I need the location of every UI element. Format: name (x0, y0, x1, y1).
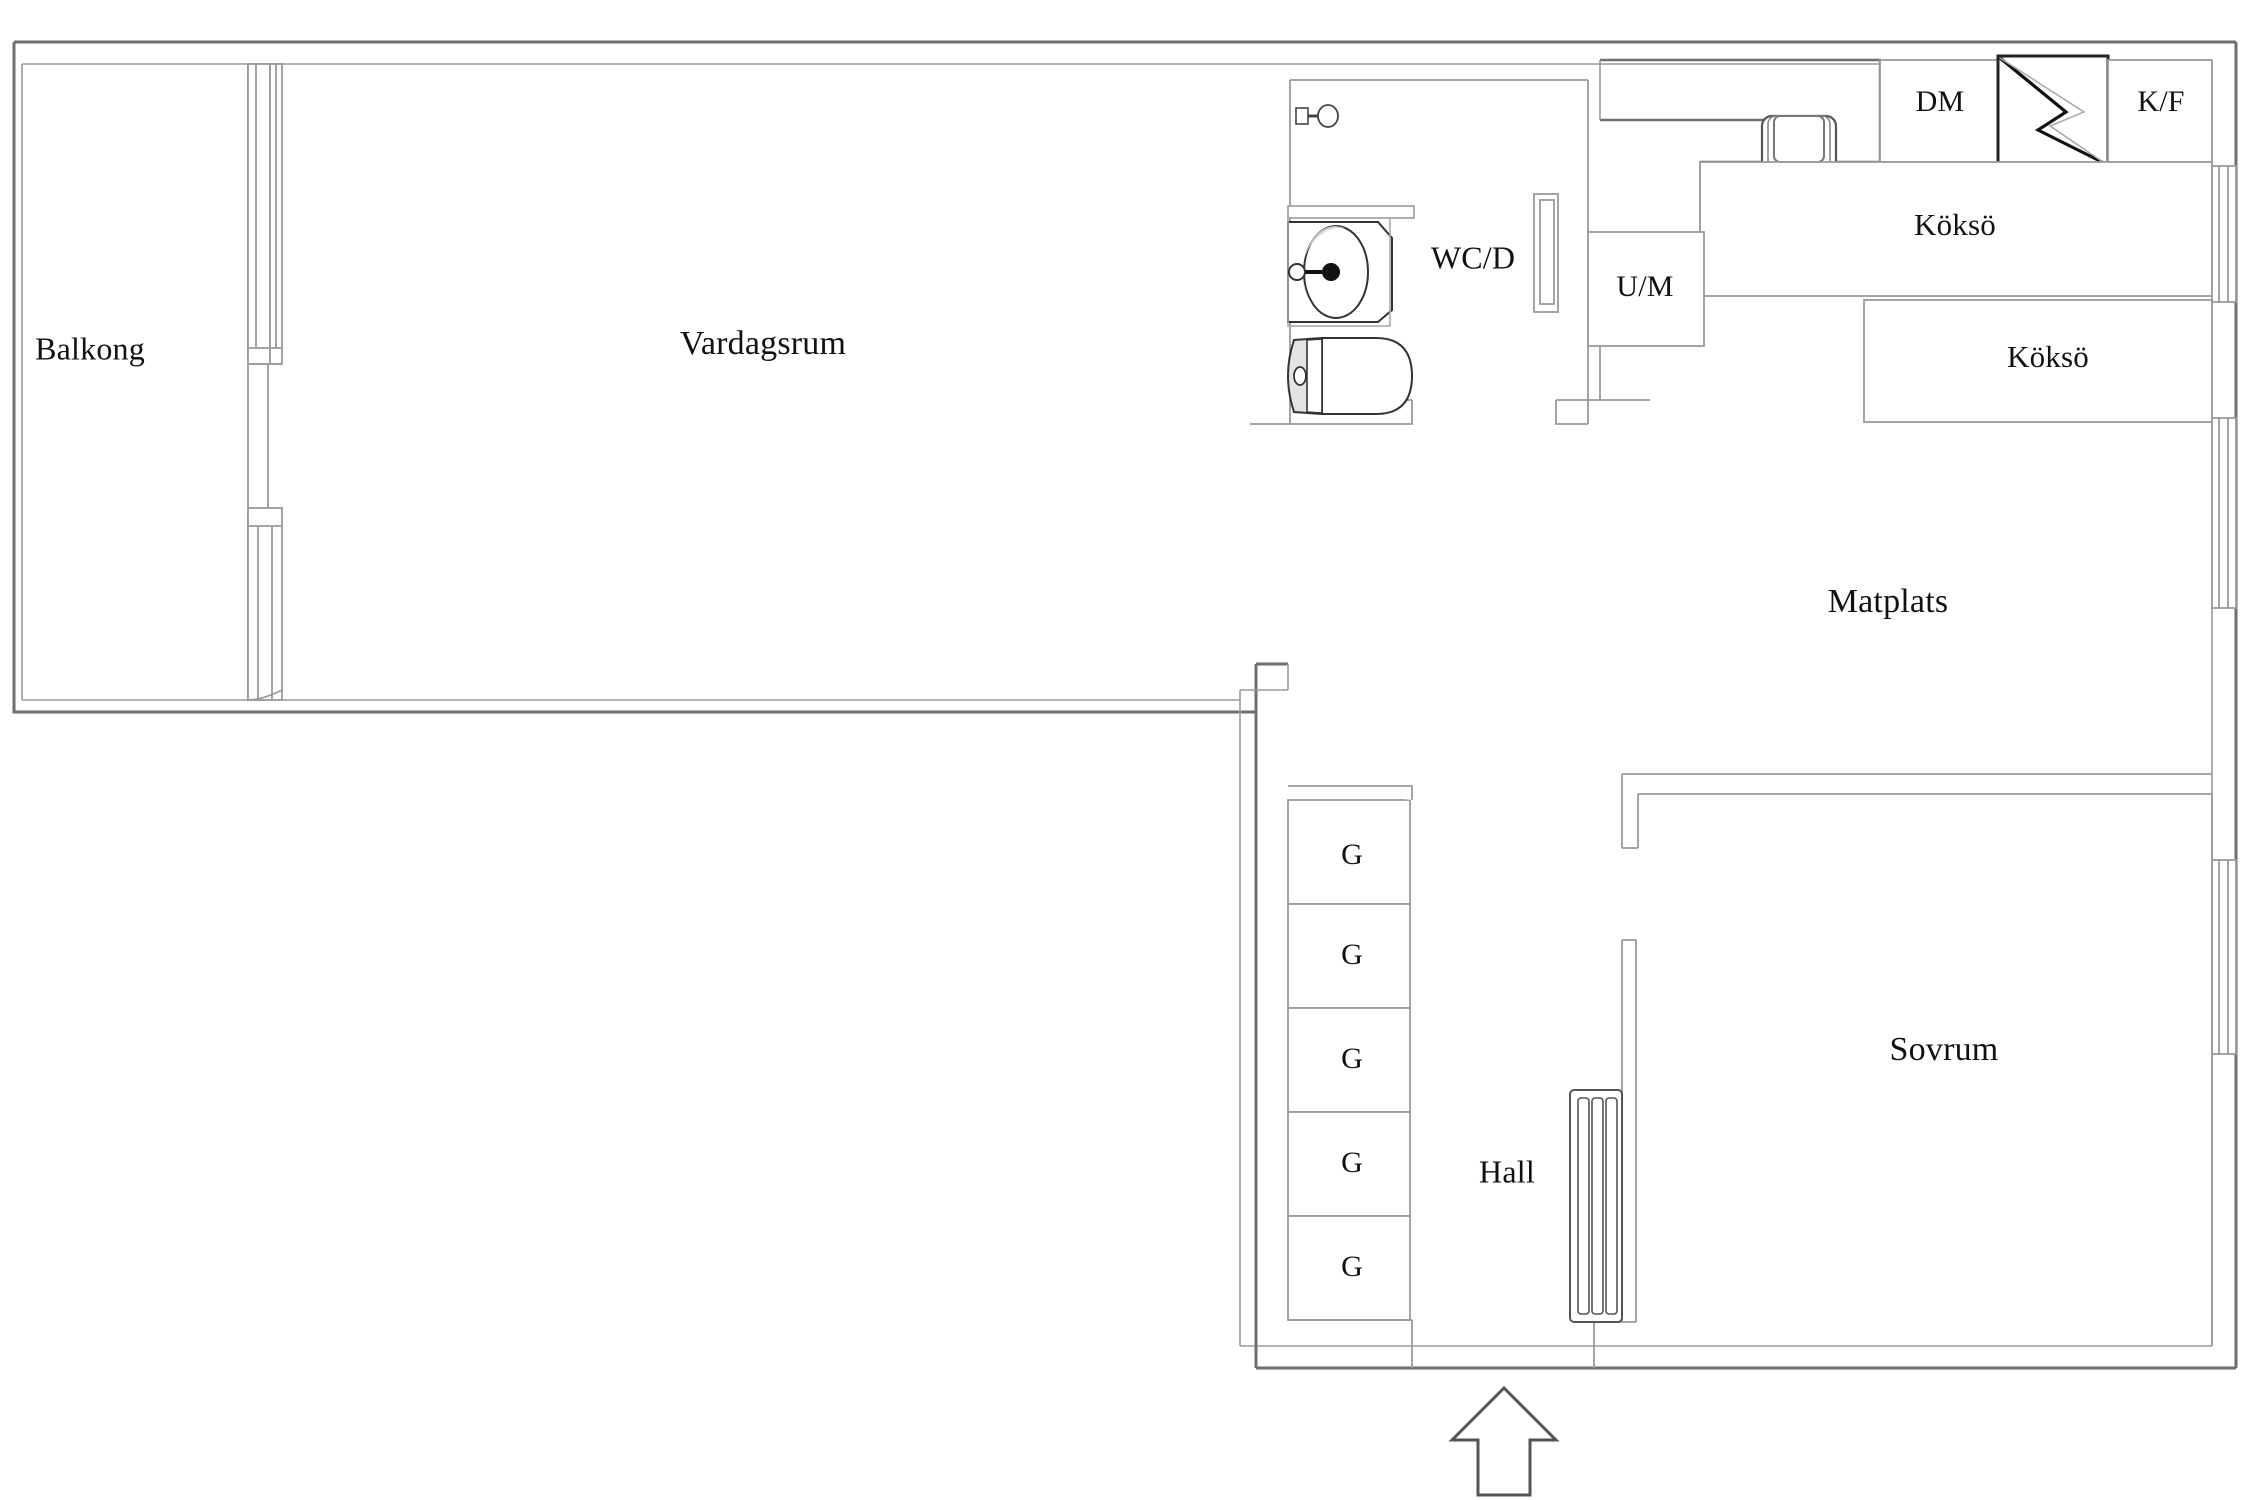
radiator-icon (1569, 1089, 1623, 1323)
towel-hook-icon (1295, 104, 1339, 128)
bathroom-sink-icon (1287, 217, 1393, 327)
kitchen-sink-icon (1760, 114, 1838, 180)
appliance-label-um: U/M (1616, 270, 1674, 303)
kitchen-window-lower (2211, 417, 2237, 609)
balcony-door[interactable] (247, 63, 283, 365)
front-door-opening[interactable] (1411, 1346, 1595, 1368)
hall-closet-bank (1287, 785, 1413, 1346)
closet-label-g3: G (1341, 1042, 1363, 1075)
closet-label-g2: G (1341, 938, 1363, 971)
toilet-icon (1287, 336, 1414, 416)
bedroom-partition-wall (1621, 773, 2213, 1346)
kitchen-top-counter (1599, 58, 1882, 164)
closet-label-g4: G (1341, 1146, 1363, 1179)
stove-cell (1996, 54, 2110, 168)
sink-counter-ledge (1287, 205, 1415, 219)
appliance-label-kokso-lower: Köksö (2007, 339, 2089, 374)
appliance-label-kf: K/F (2137, 85, 2185, 118)
kokso-lower-block (1863, 299, 2213, 423)
kitchen-window-upper (2211, 165, 2237, 303)
room-label-hall: Hall (1479, 1153, 1535, 1190)
balcony-window (247, 507, 283, 701)
bedroom-window (2211, 859, 2237, 1055)
room-label-sovrum: Sovrum (1889, 1031, 1999, 1068)
closet-label-g5: G (1341, 1250, 1363, 1283)
entrance-arrow-icon (1448, 1385, 1560, 1497)
appliance-label-dm: DM (1915, 85, 1965, 118)
room-label-wc-d: WC/D (1430, 239, 1516, 276)
washer-dryer-cell (1587, 231, 1705, 347)
room-label-vardagsrum: Vardagsrum (679, 325, 847, 362)
room-label-matplats: Matplats (1827, 583, 1949, 620)
dishwasher-cell (1879, 59, 1999, 163)
closet-label-g1: G (1341, 838, 1363, 871)
wc-sliding-door[interactable] (1533, 193, 1559, 313)
wc-room-walls (1250, 79, 1650, 425)
kokso-upper-counter (1699, 161, 2213, 297)
room-label-balkong: Balkong (35, 330, 145, 367)
appliance-label-kokso-upper: Köksö (1914, 207, 1996, 242)
